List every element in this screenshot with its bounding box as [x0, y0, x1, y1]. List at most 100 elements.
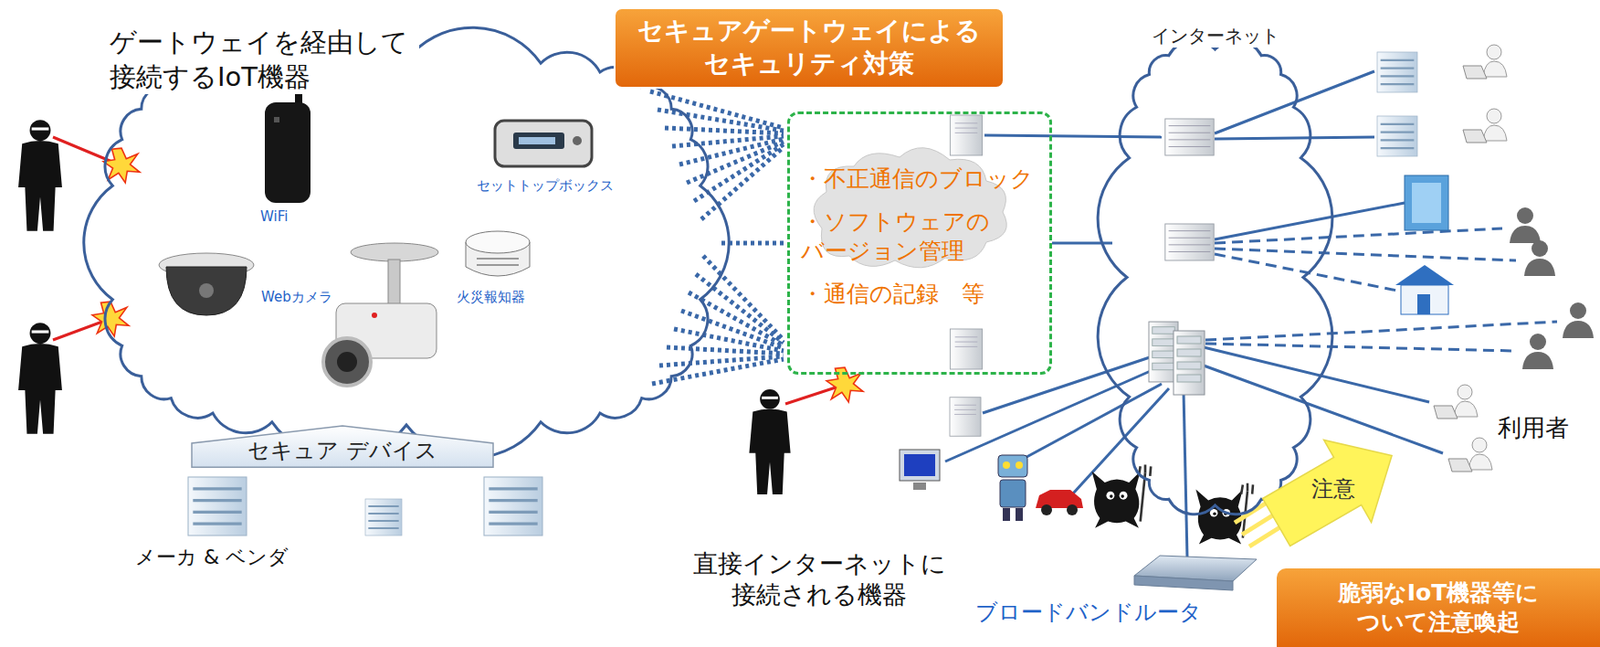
gateway-box-text: ・通信の記録 等 [800, 279, 985, 310]
wifi-router [264, 86, 311, 203]
attack-burst [103, 147, 140, 183]
pc [899, 449, 940, 490]
gateway-title-box: セキュアゲートウェイによる セキュリティ対策 [613, 7, 1005, 89]
user-building [1377, 52, 1418, 93]
internet-link [1214, 71, 1375, 134]
gateway-uplink [984, 135, 1162, 137]
internet-link [982, 356, 1153, 413]
fire-alarm [476, 263, 519, 266]
internet-cloud-text: インターネット [1147, 23, 1284, 48]
internet-server [1165, 118, 1214, 156]
user-figure [1522, 333, 1554, 369]
gateway-box: ・不正通信のブロック・ソフトウェアの バージョン管理・通信の記録 等 [787, 111, 1053, 375]
dome-webcam [166, 266, 247, 316]
caution-arrow: 注意 [1264, 445, 1402, 533]
dome-webcam [158, 252, 254, 316]
attacker-figure [748, 389, 790, 495]
gateway-fan-lines [657, 109, 784, 131]
robot [1015, 507, 1023, 521]
attacker-figure [18, 119, 63, 232]
gateway-fan-lines [650, 91, 784, 128]
gateway-title-box-text: セキュアゲートウェイによる セキュリティ対策 [635, 14, 983, 82]
attack-arrow [52, 136, 115, 163]
wifi-router [273, 116, 280, 123]
house [1395, 264, 1454, 285]
internet-link-dashed [1214, 248, 1516, 261]
internet-link-dashed [1205, 343, 1516, 351]
robot [1000, 479, 1026, 507]
gateway-fan-lines [659, 356, 784, 366]
internet-link-dashed [1214, 253, 1398, 291]
user-figure [1562, 302, 1594, 338]
fire-alarm [465, 231, 530, 276]
user-label: 利用者 [1497, 412, 1569, 443]
gateway-fan-lines [664, 127, 784, 134]
fire-alarm [465, 231, 530, 253]
security-camera [371, 312, 378, 318]
attack-arrow [52, 136, 836, 404]
pc [913, 482, 927, 490]
warning-box: 脆弱なIoT機器等に ついて注意喚起 [1276, 568, 1600, 647]
robot [998, 454, 1028, 521]
user-building [1377, 52, 1449, 231]
internet-link [945, 369, 1153, 462]
gateway-fan-lines [701, 147, 784, 220]
car [1066, 504, 1078, 516]
maker-building [188, 476, 247, 536]
security-camera [336, 351, 358, 372]
user-figure [1463, 44, 1507, 79]
device-label: Webカメラ [261, 288, 333, 306]
network-link [1052, 242, 1113, 245]
gateway-fan-lines [652, 358, 784, 384]
pc [899, 449, 940, 481]
device-label: セットトップボックス [476, 177, 614, 195]
up-arrow-shape [191, 425, 494, 467]
internet-server [1165, 223, 1214, 261]
attack-burst [92, 147, 864, 402]
warning-speed-lines [1234, 499, 1286, 547]
internet-link-dashed [1205, 228, 1558, 351]
user-figure [1448, 437, 1493, 472]
secure-device-arrow: セキュア デバイス [191, 425, 494, 467]
maker-building [188, 476, 543, 536]
broadband-router [1134, 575, 1233, 590]
gateway-server [949, 115, 982, 156]
internet-link [1203, 347, 1430, 402]
car [1041, 504, 1053, 516]
security-camera [323, 242, 439, 386]
attack-burst [92, 301, 129, 337]
internet-link-dashed [1205, 321, 1558, 340]
fire-alarm [476, 257, 519, 260]
user-building [1404, 175, 1449, 231]
internet-link [945, 71, 1443, 558]
gateway-fan-lines [666, 347, 784, 354]
internet-cloud-outline [1112, 20, 1318, 518]
user-figure [1509, 207, 1541, 243]
internet-link [1073, 388, 1169, 494]
gateway-server [949, 328, 982, 369]
set-top-box [494, 120, 592, 167]
attack-arrow [785, 387, 836, 404]
device-label: 火災報知器 [456, 288, 526, 306]
internet-link [1018, 383, 1162, 462]
pc [904, 453, 936, 476]
car [1035, 489, 1084, 516]
internet-link [1203, 365, 1443, 453]
security-camera [323, 337, 371, 386]
user-building [1377, 115, 1418, 157]
direct-device-label: 直接インターネットに 接続される機器 [686, 547, 952, 611]
small-server [949, 397, 981, 437]
house [1417, 294, 1431, 315]
robot [1015, 461, 1023, 469]
small-server [949, 397, 981, 437]
gateway-fan-lines [694, 144, 784, 201]
warning-speed-lines [1249, 523, 1286, 547]
maker-building [484, 476, 543, 536]
cloud-outline [1097, 40, 1333, 514]
maker-label: メーカ & ベンダ [135, 544, 289, 570]
user-building [1411, 182, 1442, 223]
caution-arrow-shape [1263, 439, 1392, 546]
attack-arrow [52, 321, 103, 340]
robot [998, 454, 1028, 477]
user-figure [1433, 44, 1594, 472]
